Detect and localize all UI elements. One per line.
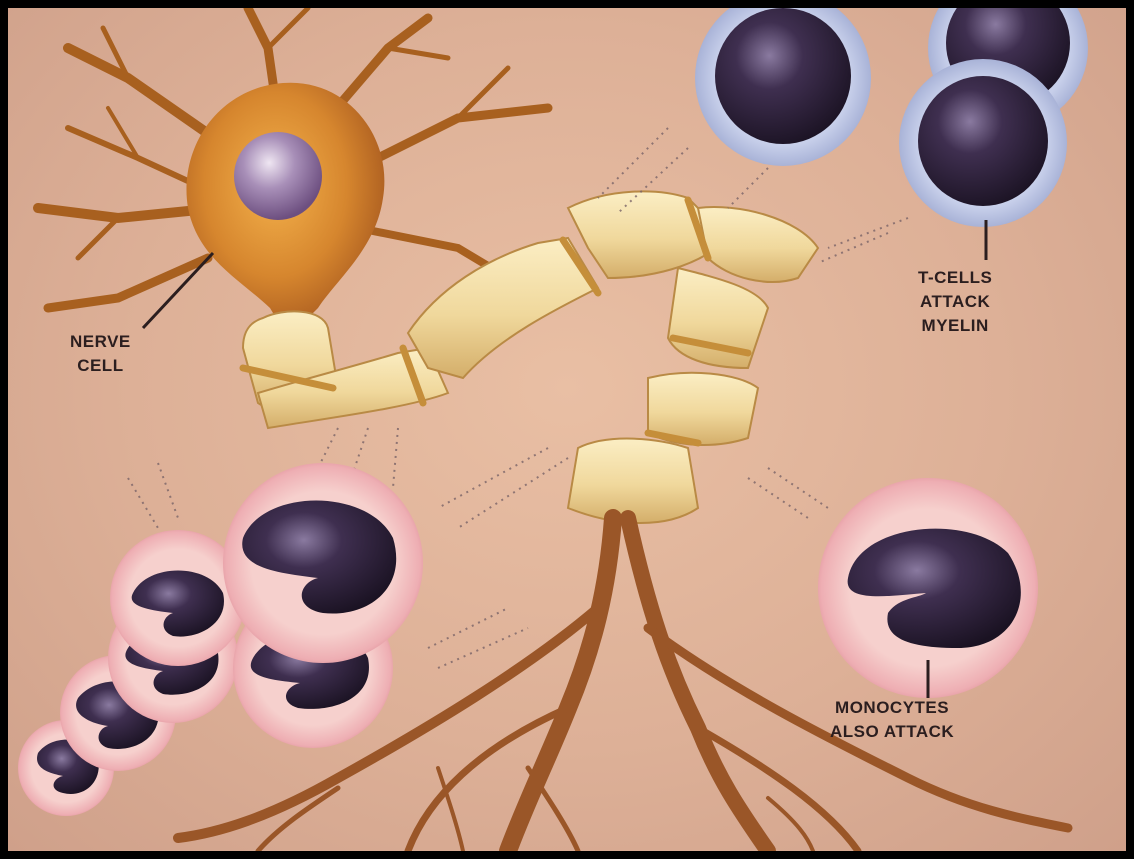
nerve-cell-label: NERVE CELL	[70, 330, 131, 378]
myelin-segment	[668, 268, 768, 368]
nerve-cell-label-line2: CELL	[70, 354, 131, 378]
ms-immune-attack-illustration	[8, 8, 1126, 851]
t-cell-cluster	[695, 8, 1088, 227]
monocytes-label: MONOCYTES ALSO ATTACK	[830, 696, 954, 744]
t-cells-label-line2: ATTACK	[918, 290, 992, 314]
myelin-segment	[698, 207, 818, 282]
myelin-segment	[568, 439, 698, 523]
nerve-cell-label-line1: NERVE	[70, 330, 131, 354]
t-cells-label-line3: MYELIN	[918, 314, 992, 338]
myelin-segment	[408, 238, 598, 378]
monocytes-label-line2: ALSO ATTACK	[830, 720, 954, 744]
nerve-cell-pointer	[143, 253, 213, 328]
nerve-cell-nucleus	[234, 132, 322, 220]
t-cell-nucleus	[715, 8, 851, 144]
t-cell-nucleus	[918, 76, 1048, 206]
t-cells-label: T-CELLS ATTACK MYELIN	[918, 266, 992, 338]
illustration-frame: NERVE CELL T-CELLS ATTACK MYELIN MONOCYT…	[8, 8, 1126, 851]
monocytes-label-line1: MONOCYTES	[830, 696, 954, 720]
t-cells-label-line1: T-CELLS	[918, 266, 992, 290]
